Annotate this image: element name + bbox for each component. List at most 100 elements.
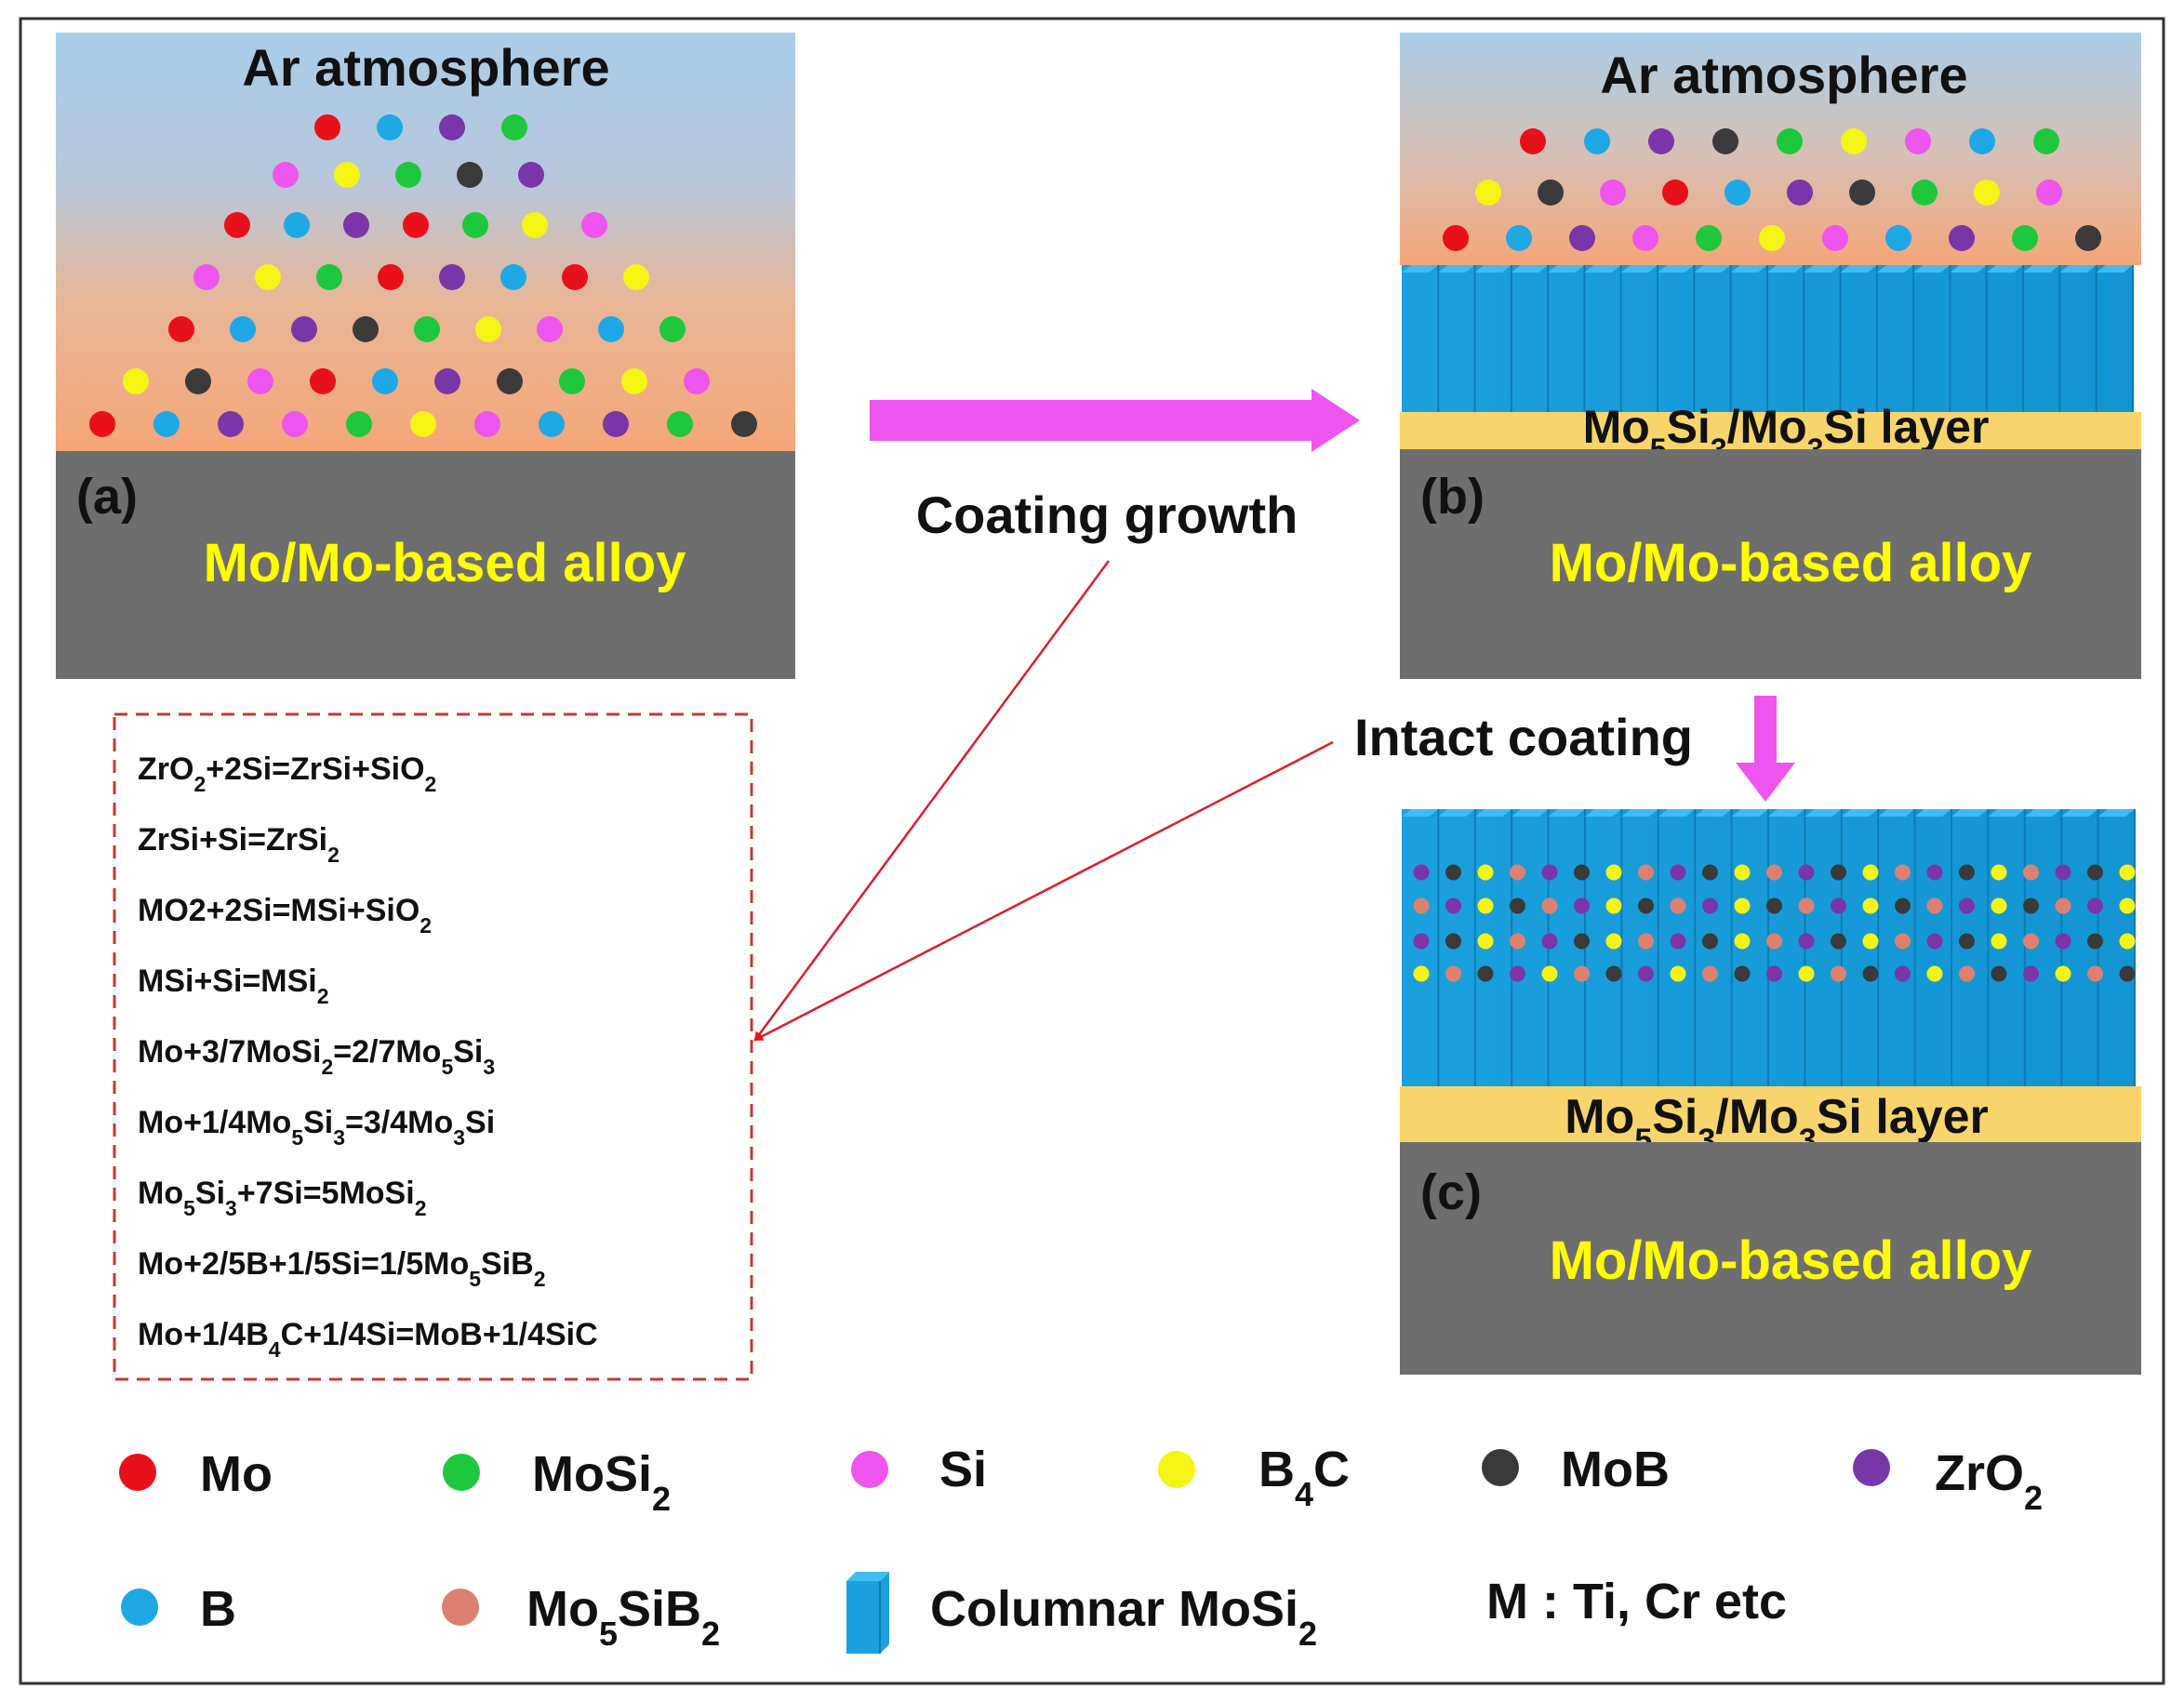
particle — [603, 411, 629, 437]
particle — [247, 368, 273, 394]
particle — [1959, 864, 1975, 881]
particle — [395, 162, 421, 188]
particle — [372, 368, 398, 394]
particle — [1702, 864, 1718, 881]
panel-b-columns — [1402, 265, 2134, 412]
particle — [2023, 965, 2039, 982]
particle — [2087, 864, 2103, 881]
panel-b-particles — [1443, 128, 2101, 251]
particle — [1734, 864, 1751, 881]
particle — [1477, 864, 1494, 881]
particle — [1831, 898, 1846, 914]
column-top — [1438, 265, 1475, 273]
reaction-equation: Mo+1/4Mo5Si3=3/4Mo3Si — [138, 1105, 495, 1150]
particle — [2033, 128, 2059, 154]
particle — [1991, 965, 2007, 982]
particle — [1777, 128, 1803, 154]
pointer-line-coating-growth — [753, 560, 1111, 1042]
particle — [2119, 864, 2136, 881]
legend-m-note: M : Ti, Cr etc — [1486, 1574, 1787, 1629]
column-top — [1438, 809, 1475, 817]
particle — [1413, 864, 1430, 881]
particle — [500, 264, 526, 290]
column-top — [1584, 265, 1621, 273]
column-top — [1951, 809, 1989, 817]
particle — [346, 411, 372, 437]
particle — [1413, 898, 1430, 914]
particle — [1862, 965, 1879, 982]
particle — [462, 212, 488, 238]
legend-label-b4c: B4C — [1258, 1442, 1350, 1513]
particle — [1798, 933, 1815, 950]
particle — [123, 368, 149, 394]
particle — [230, 316, 256, 342]
particle — [1831, 933, 1846, 950]
particle — [1510, 864, 1525, 881]
particle — [1959, 898, 1975, 914]
particle — [1670, 864, 1686, 881]
particle — [1831, 864, 1846, 881]
particle — [273, 162, 299, 188]
particle — [314, 114, 340, 140]
particle — [1605, 898, 1622, 914]
particle — [1477, 898, 1494, 914]
particle — [168, 316, 194, 342]
column-top — [2061, 809, 2098, 817]
coating-growth-arrow — [870, 389, 1360, 452]
particle — [1605, 864, 1622, 881]
column-top — [1548, 265, 1585, 273]
legend-columnar-icon-top — [846, 1572, 889, 1581]
particle — [1862, 864, 1879, 881]
particle — [1895, 965, 1911, 982]
particle — [1766, 933, 1782, 950]
particle — [1991, 864, 2007, 881]
particle — [2012, 225, 2038, 251]
panel-c-mo5si3-layer — [1400, 1086, 2141, 1142]
particle — [501, 114, 527, 140]
panel-c: Mo5Si3/Mo3Si layer (c) Mo/Mo-based alloy — [1400, 809, 2141, 1375]
particle — [1541, 898, 1558, 914]
column-top — [1658, 265, 1695, 273]
particle — [1926, 965, 1943, 982]
particle — [439, 264, 465, 290]
legend-label-mo5sib2: Mo5SiB2 — [526, 1581, 720, 1653]
particle — [1841, 128, 1867, 154]
particle — [1849, 180, 1875, 206]
reaction-equation: Mo5Si3+7Si=5MoSi2 — [138, 1176, 426, 1220]
particle — [310, 368, 336, 394]
particle — [659, 316, 686, 342]
panel-a-atmosphere — [56, 33, 795, 451]
column-top — [1402, 809, 1439, 817]
particle — [1574, 933, 1590, 950]
particle — [1798, 898, 1815, 914]
particle — [1798, 864, 1815, 881]
particle — [1520, 128, 1546, 154]
column-top — [2023, 265, 2060, 273]
particle — [353, 316, 379, 342]
particle — [2119, 933, 2136, 950]
column-top — [1731, 809, 1768, 817]
particle — [1638, 965, 1654, 982]
particle — [2055, 965, 2071, 982]
column-top — [1876, 265, 1914, 273]
panel-a-atmosphere-label: Ar atmosphere — [242, 38, 609, 97]
particle — [378, 264, 404, 290]
particle — [623, 264, 649, 290]
particle — [1959, 965, 1975, 982]
column-top — [1988, 809, 2025, 817]
particle — [1510, 898, 1525, 914]
particle — [1696, 225, 1722, 251]
particle — [1443, 225, 1469, 251]
panel-a-substrate-label: Mo/Mo-based alloy — [204, 533, 686, 593]
particle — [559, 368, 585, 394]
particle — [1959, 933, 1975, 950]
column-top — [1878, 809, 1915, 817]
particle — [1969, 128, 1995, 154]
particle — [1734, 933, 1751, 950]
panel-b-label: (b) — [1420, 469, 1485, 525]
column-top — [1474, 265, 1511, 273]
legend-label-si: Si — [939, 1442, 987, 1497]
particle — [537, 316, 563, 342]
column-top — [1913, 265, 1951, 273]
